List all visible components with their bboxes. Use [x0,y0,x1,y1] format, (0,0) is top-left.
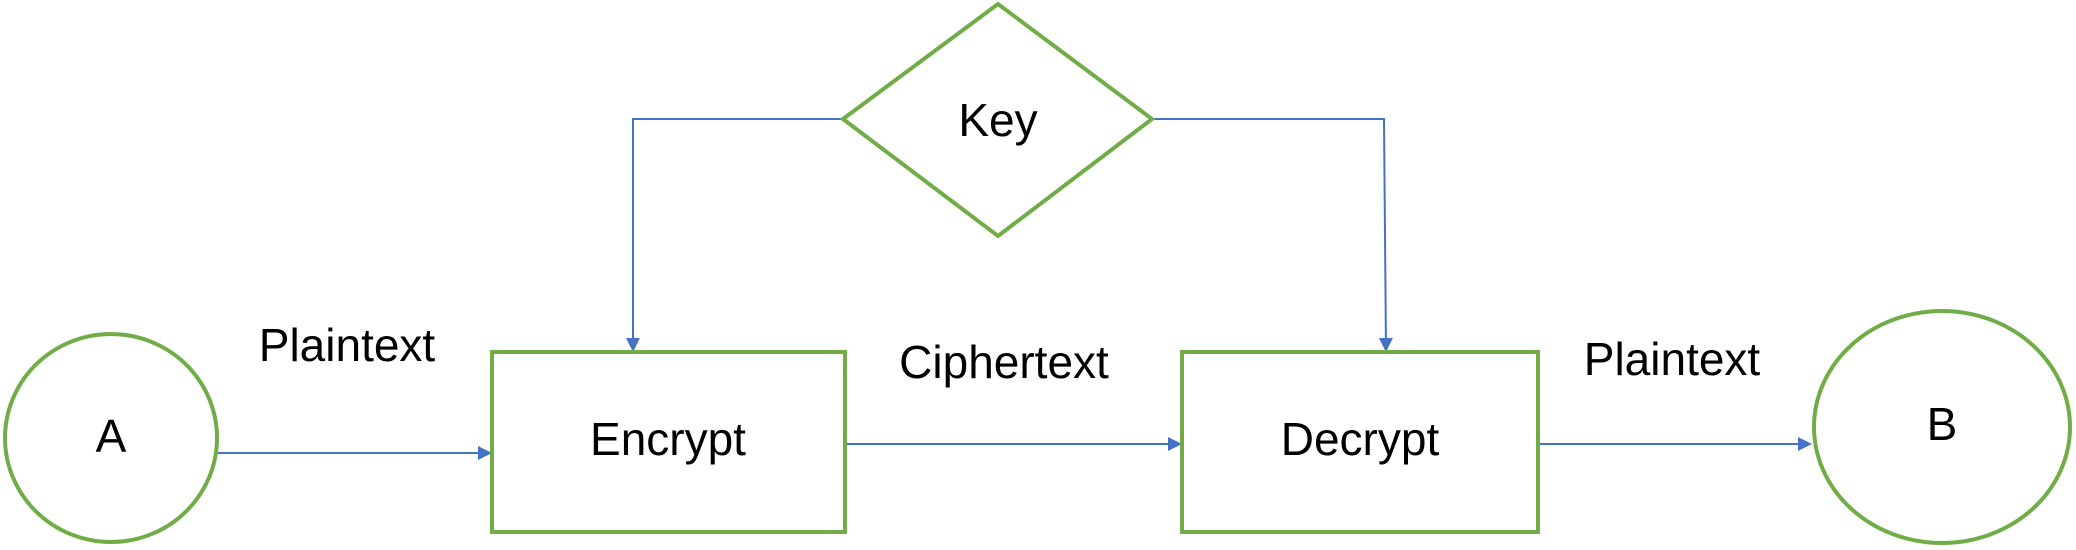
node-key-label: Key [958,94,1037,146]
node-b-label: B [1927,398,1958,450]
node-a-label: A [96,410,127,462]
node-decrypt-shape [1180,350,1540,534]
edge-label-encrypt-to-decrypt: Ciphertext [899,336,1109,388]
node-a-shape [3,332,219,544]
connector-key-to-encrypt [626,118,843,352]
node-encrypt-shape [490,350,847,534]
connector-key-to-decrypt [1152,118,1393,352]
node-decrypt: Decrypt [1180,350,1540,534]
node-key: Key [839,1,1156,239]
node-b: B [1812,309,2072,545]
edge-label-decrypt-to-b: Plaintext [1584,333,1761,385]
node-encrypt: Encrypt [490,350,847,534]
node-decrypt-label: Decrypt [1281,413,1440,465]
node-a: A [3,332,219,544]
node-encrypt-label: Encrypt [590,413,746,465]
edge-label-a-to-encrypt: Plaintext [259,319,436,371]
node-b-shape [1812,309,2072,545]
node-key-shape [839,1,1156,239]
